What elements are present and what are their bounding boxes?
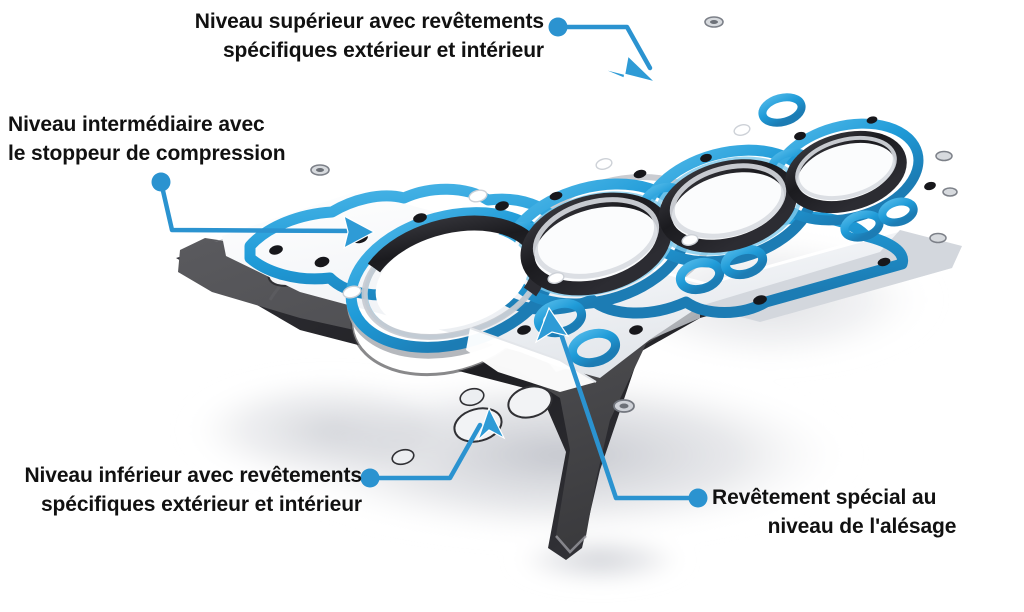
leader-line-niveau-intermediaire [158,179,363,234]
callout-dots [151,17,708,508]
gasket-upper-layer [222,93,963,392]
callout-leaders [158,24,701,501]
callout-line-2: le stoppeur de compression [8,142,286,165]
leader-line-niveau-superieur [555,24,653,71]
bolt-holes-upper [269,116,936,335]
callout-dot-niveau-superieur [548,17,568,37]
callout-line-1: Niveau inférieur avec revêtements [24,464,362,487]
callout-line-1: Revêtement spécial au [712,486,937,509]
callout-label-revetement-alesage: Revêtement spécial au niveau de l'alésag… [712,483,1012,541]
callout-line-2: spécifiques extérieur et intérieur [222,39,544,62]
arrowhead-niveau-superieur [599,54,658,84]
callout-line-1: Niveau intermédiaire avec [8,113,265,136]
callout-dot-niveau-inferieur [360,468,380,488]
callout-line-1: Niveau supérieur avec revêtements [194,10,544,33]
callout-dot-revetement-alesage [688,488,708,508]
callout-label-niveau-superieur: Niveau supérieur avec revêtements spécif… [176,7,544,65]
callout-label-niveau-intermediaire: Niveau intermédiaire avec le stoppeur de… [8,110,308,168]
arrowhead-niveau-inferieur [477,406,506,441]
bolt-holes-white [342,124,751,299]
callout-line-2: spécifiques extérieur et intérieur [40,493,362,516]
leader-line-revetement-alesage [555,322,701,501]
arrowhead-revetement-alesage [534,306,570,344]
callout-dot-niveau-intermediaire [151,172,171,192]
grommet-details [310,16,958,413]
bore-openings [361,130,907,340]
callout-label-niveau-inferieur: Niveau inférieur avec revêtements spécif… [6,461,362,519]
arrowhead-niveau-intermediaire [343,214,376,250]
leader-line-niveau-inferieur [367,422,483,481]
callout-line-2: niveau de l'alésage [767,515,957,538]
callout-arrowheads [343,54,658,441]
